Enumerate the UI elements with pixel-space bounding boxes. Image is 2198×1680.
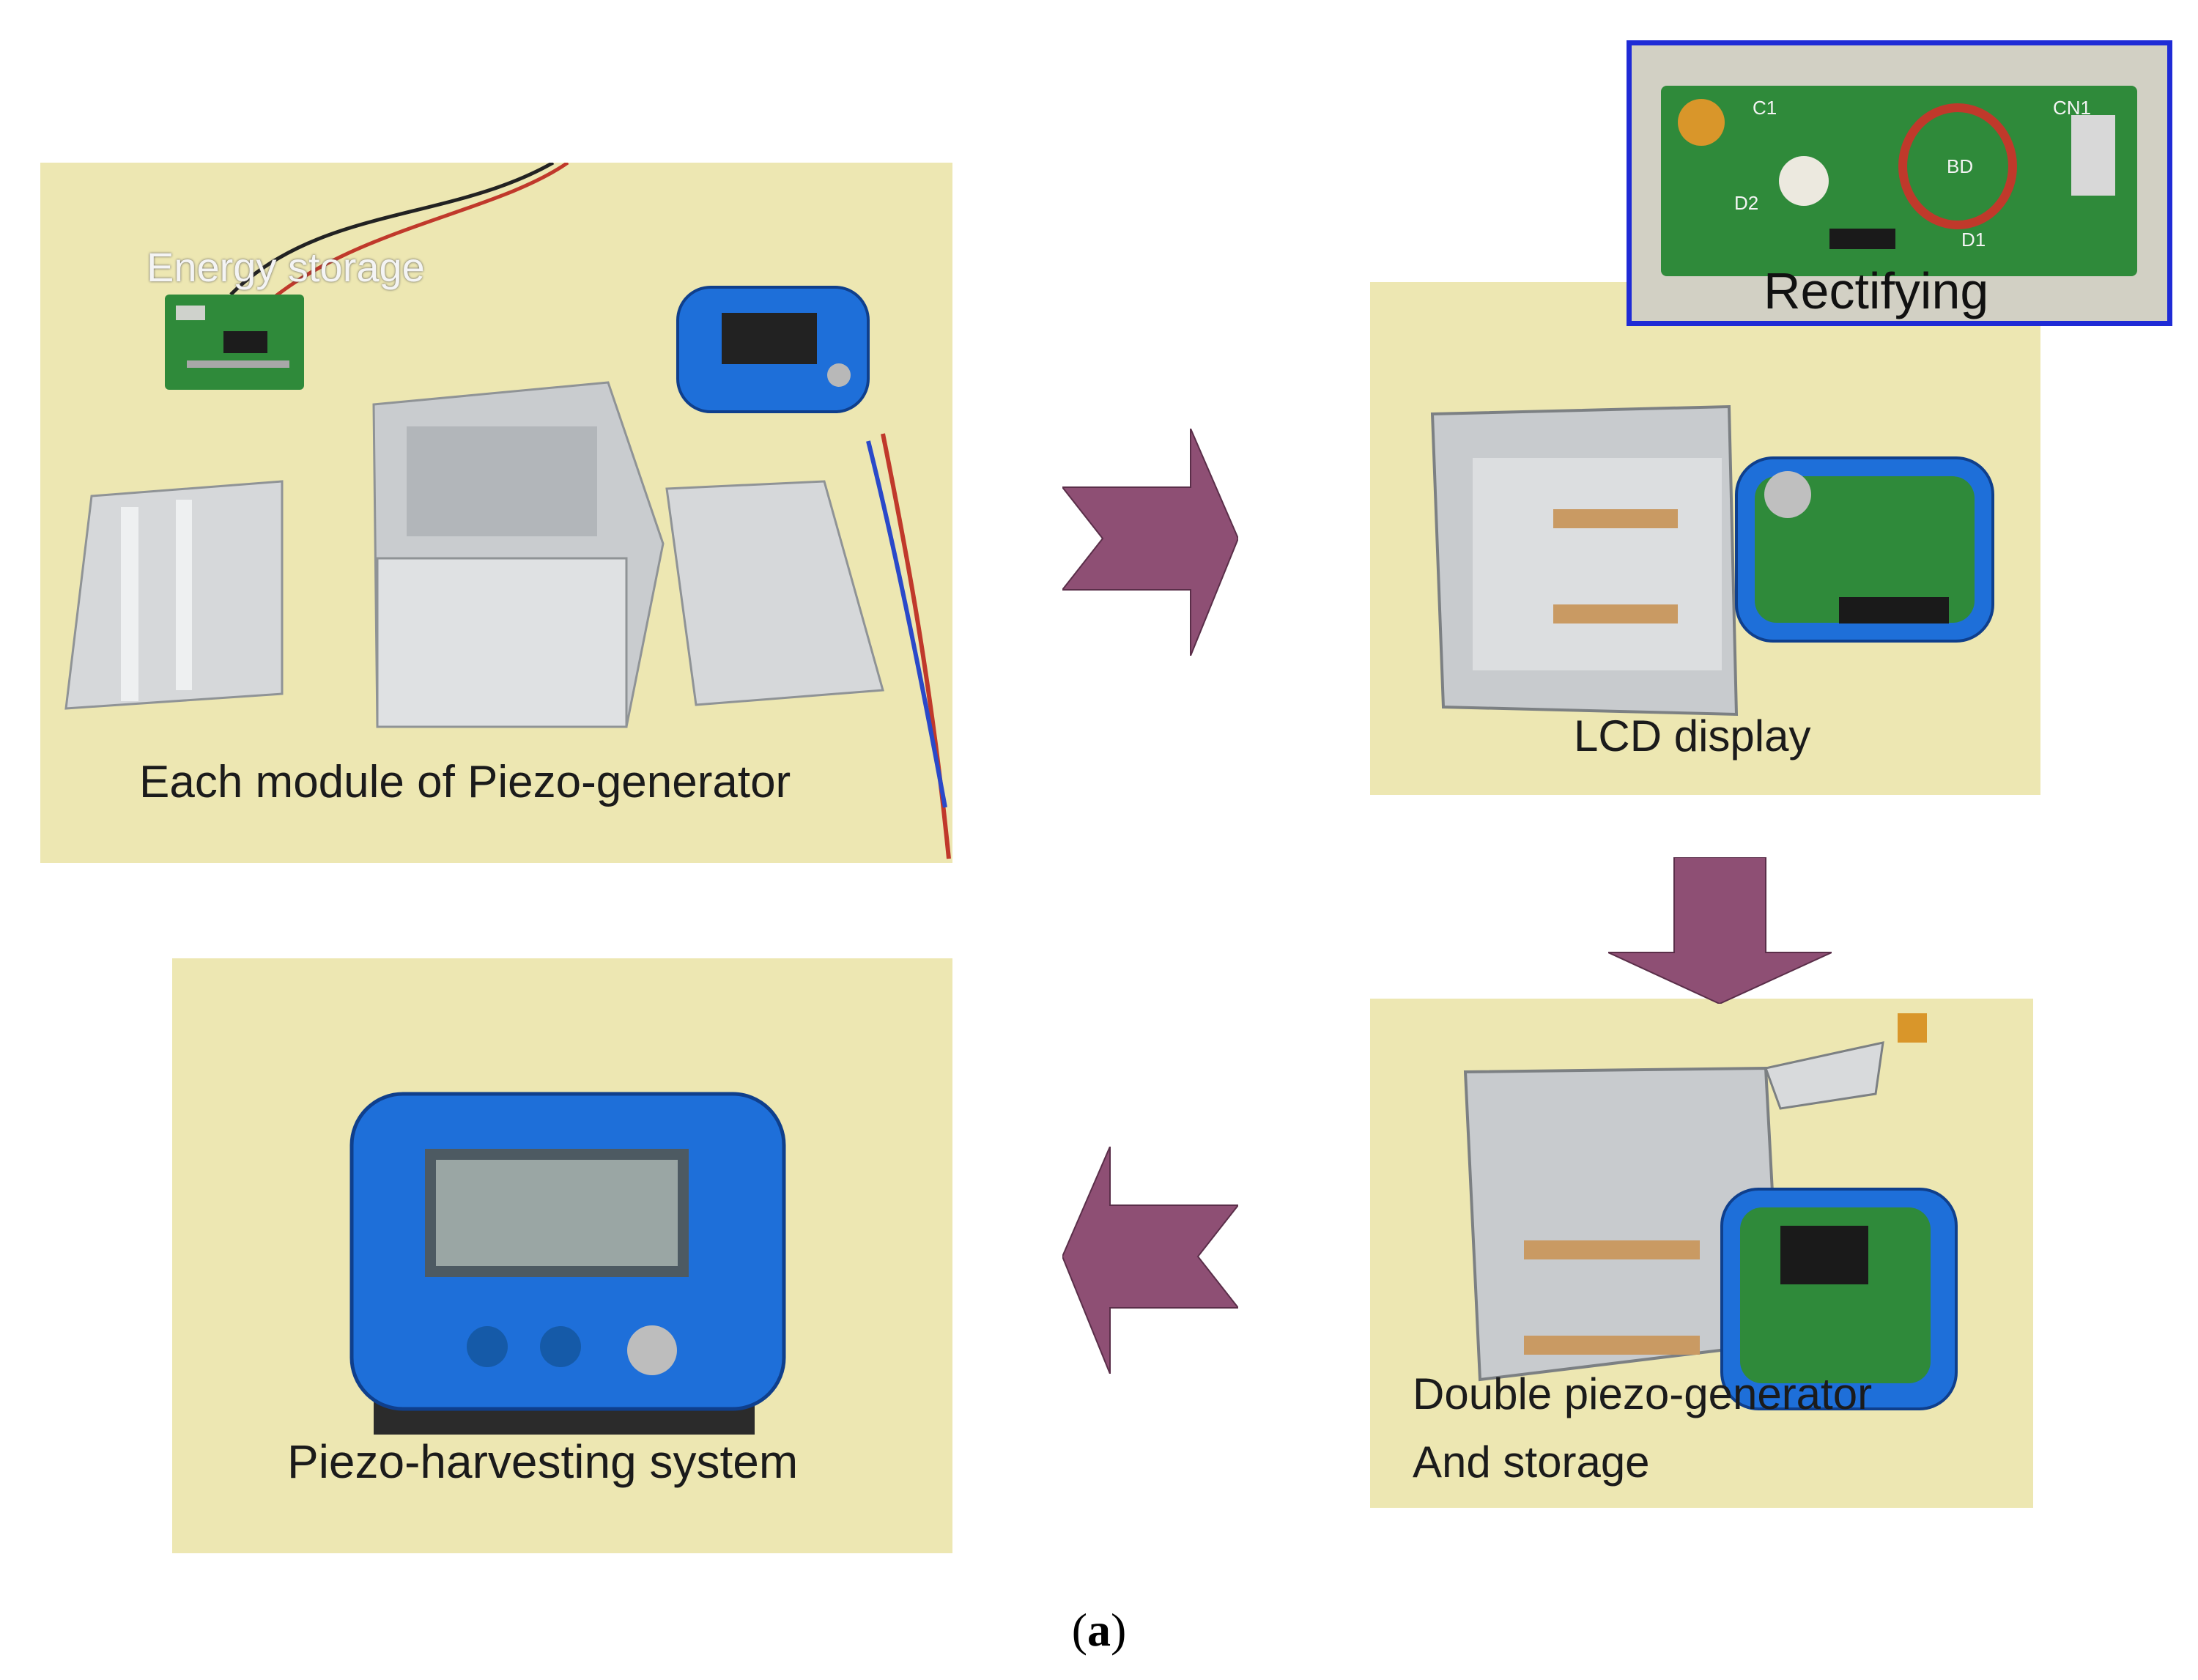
arrow-right-icon <box>1062 429 1238 656</box>
arrow-left-icon <box>1062 1147 1238 1374</box>
system-caption: Piezo-harvesting system <box>287 1435 798 1489</box>
energy-storage-label: Energy storage <box>147 243 425 291</box>
double-generator-illustration <box>1370 999 2033 1508</box>
modules-caption: Each module of Piezo-generator <box>139 756 791 808</box>
pcb-label-cn1: CN1 <box>2053 97 2091 119</box>
pcb-label-c1: C1 <box>1753 97 1777 119</box>
double-caption-line1: Double piezo-generator <box>1413 1369 1872 1419</box>
pcb-label-d2: D2 <box>1734 192 1758 215</box>
double-caption-line2: And storage <box>1413 1437 1650 1487</box>
photo-system-panel: Piezo-harvesting system <box>172 958 952 1553</box>
arrow-down-icon <box>1608 857 1832 1004</box>
photo-modules-panel: Energy storage Each module of Piezo-gene… <box>40 163 952 863</box>
photo-double-panel: Double piezo-generator And storage <box>1370 999 2033 1508</box>
lcd-display-caption: LCD display <box>1574 711 1810 761</box>
pcb-label-d1: D1 <box>1961 229 1986 251</box>
pcb-label-bd: BD <box>1947 155 1973 178</box>
figure-label: (a) <box>0 1603 2198 1657</box>
rectifying-inset: C1 BD D1 D2 CN1 Rectifying <box>1627 40 2172 326</box>
rectifying-caption: Rectifying <box>1764 262 1988 320</box>
photo-assembly-panel: LCD display <box>1370 282 2040 795</box>
